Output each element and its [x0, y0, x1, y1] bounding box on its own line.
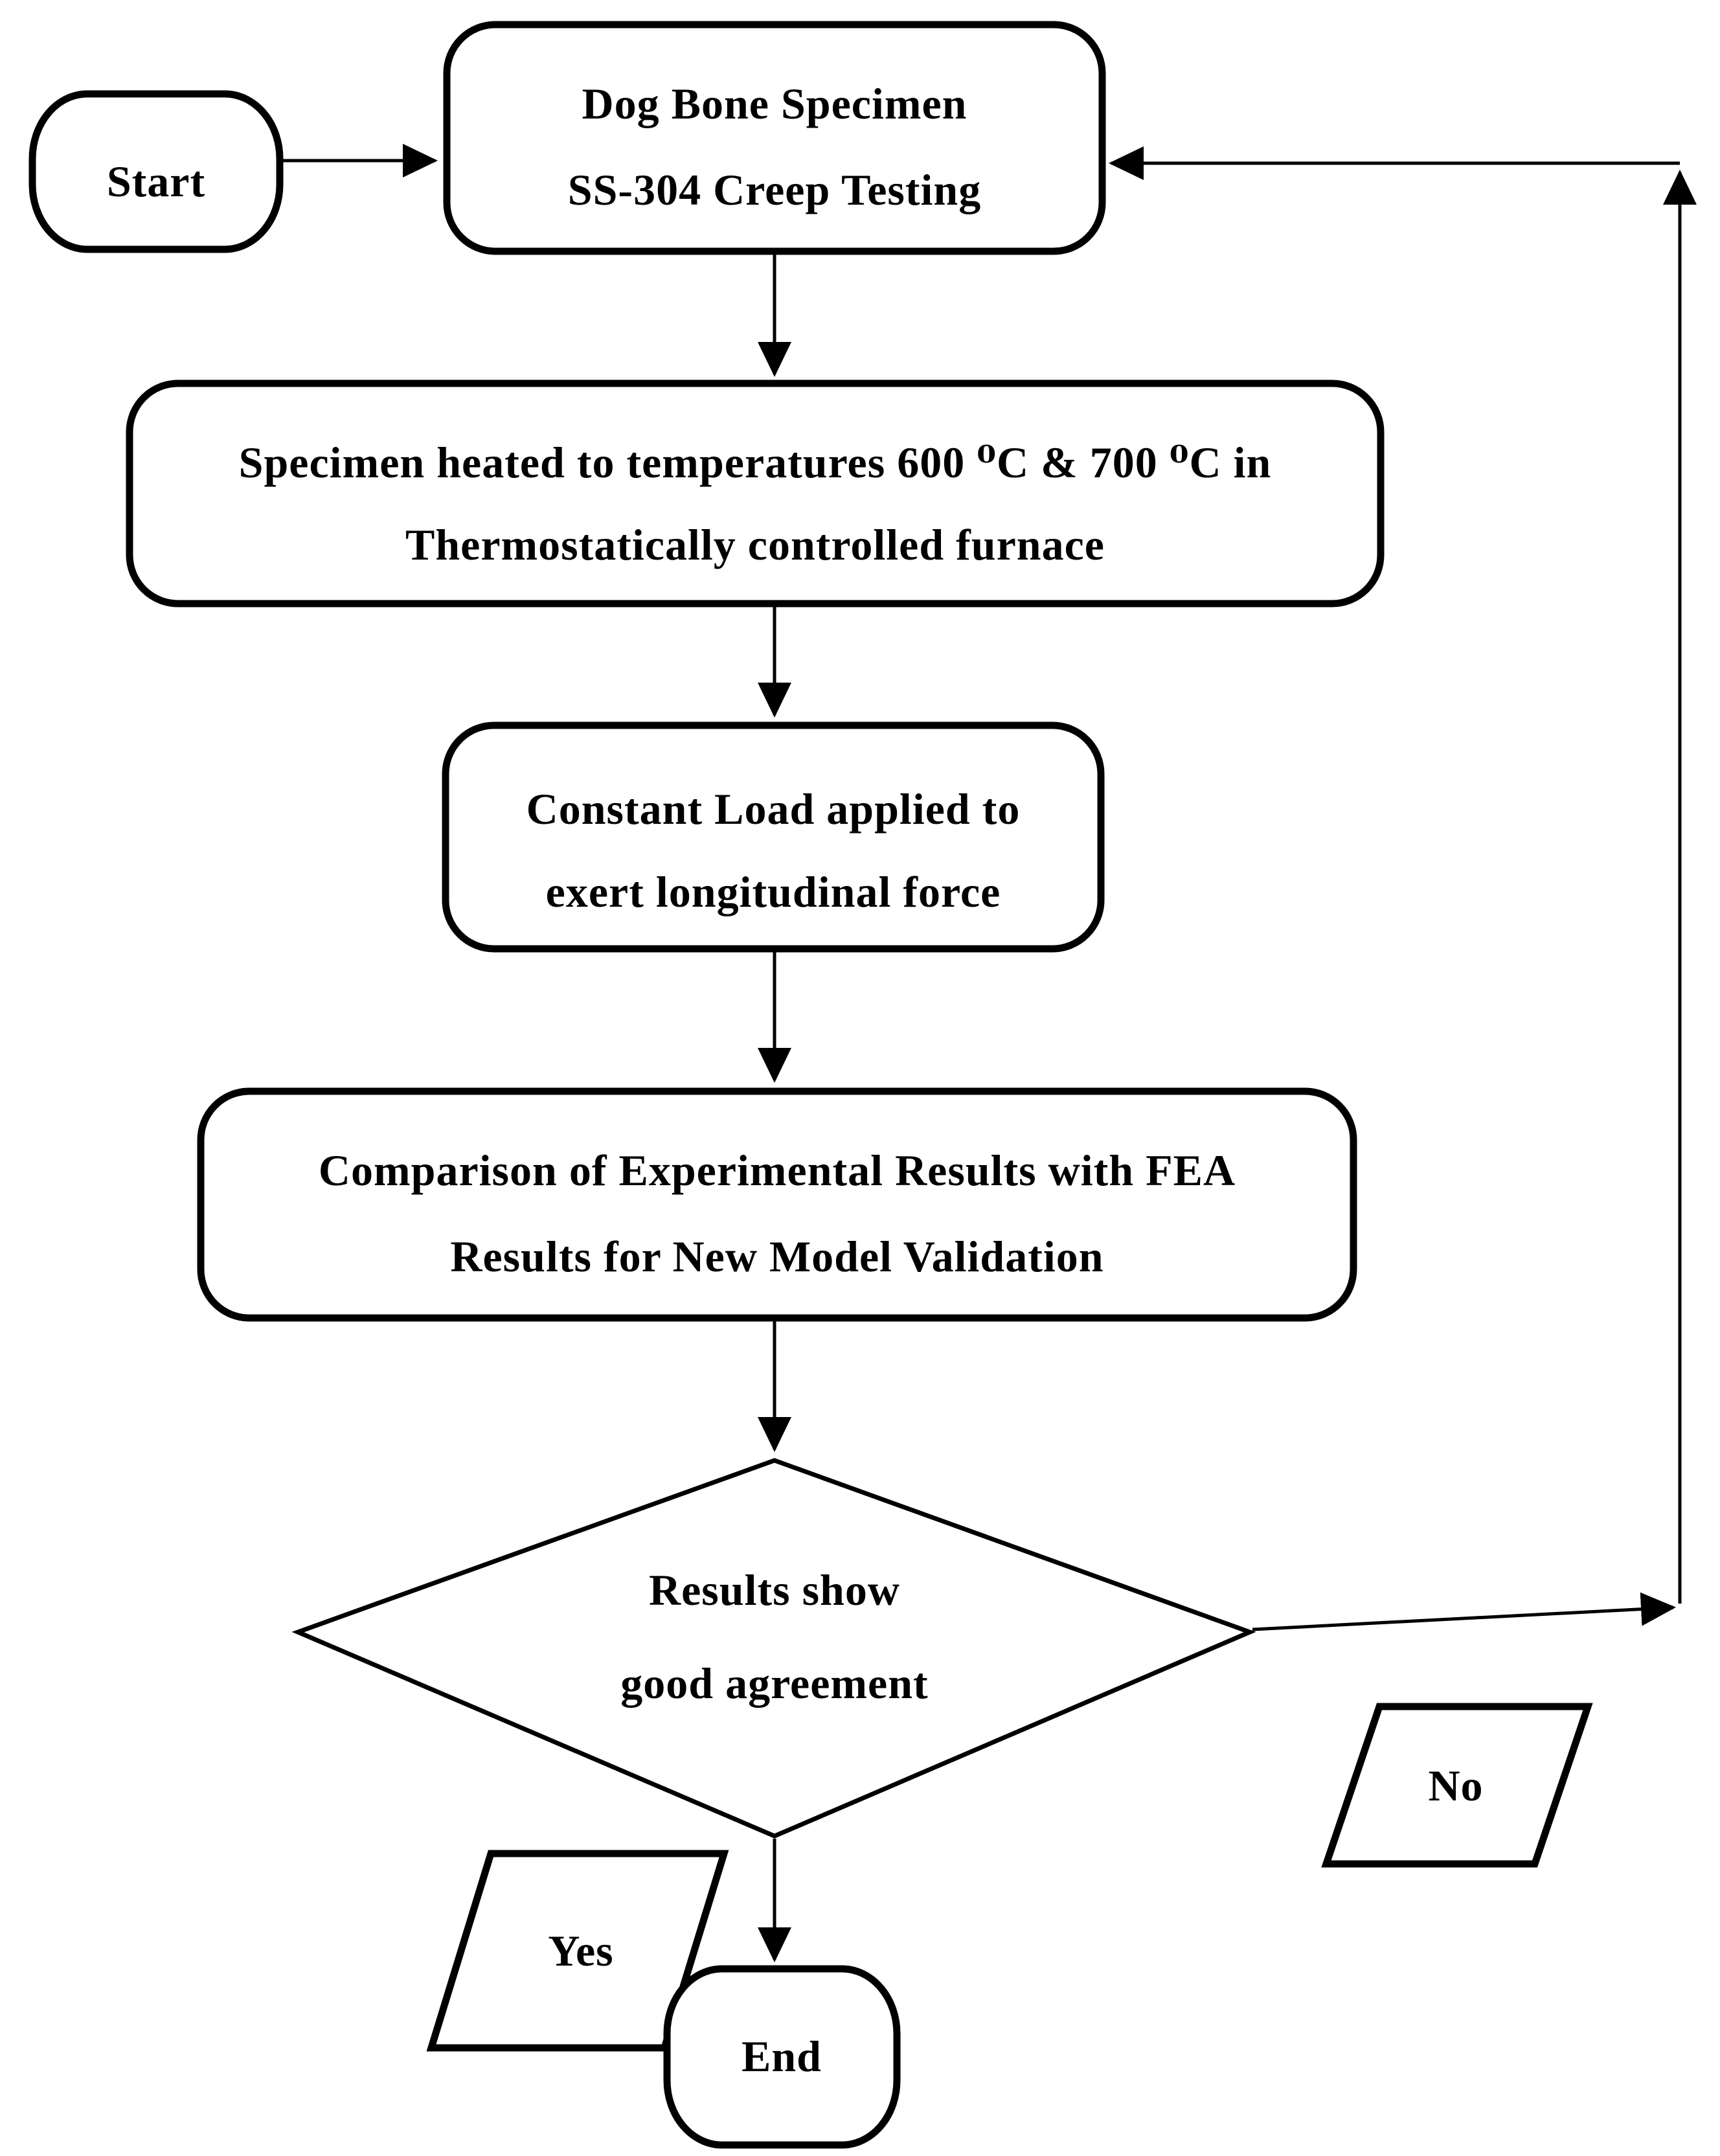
comparison-process-shape	[197, 1087, 1357, 1322]
load-process-shape	[442, 721, 1105, 953]
decision-label-line2: good agreement	[620, 1659, 928, 1708]
comparison-label-line2: Results for New Model Validation	[450, 1232, 1103, 1281]
comparison-label-line1: Comparison of Experimental Results with …	[319, 1146, 1236, 1195]
specimen-process-shape	[443, 21, 1106, 255]
specimen-node: Dog Bone Specimen SS-304 Creep Testing	[443, 21, 1106, 255]
no-branch-node: No	[1321, 1703, 1593, 1868]
heating-node: Specimen heated to temperatures 600 ⁰C &…	[126, 380, 1385, 607]
end-node: End	[663, 1965, 901, 2149]
specimen-label-line2: SS-304 Creep Testing	[568, 165, 981, 214]
load-label-line2: exert longitudinal force	[546, 867, 1001, 916]
no-branch-label: No	[1428, 1761, 1483, 1810]
start-terminator-shape	[28, 90, 284, 253]
comparison-node: Comparison of Experimental Results with …	[197, 1087, 1357, 1322]
specimen-label-line1: Dog Bone Specimen	[582, 79, 967, 128]
start-node: Start	[28, 90, 284, 253]
no-parallelogram-shape	[1321, 1703, 1593, 1868]
end-terminator-shape	[663, 1965, 901, 2149]
load-label-line1: Constant Load applied to	[526, 784, 1021, 834]
decision-label-line1: Results show	[649, 1565, 900, 1615]
heating-label-line1: Specimen heated to temperatures 600 ⁰C &…	[239, 438, 1272, 487]
decision-diamond-shape	[291, 1458, 1256, 1839]
yes-branch-label: Yes	[548, 1926, 613, 1975]
decision-node: Results show good agreement	[291, 1458, 1256, 1839]
arrow-decision-to-feedback-riser	[1252, 1592, 1676, 1631]
load-node: Constant Load applied to exert longitudi…	[442, 721, 1105, 953]
start-label: Start	[107, 157, 205, 206]
heating-process-shape	[126, 380, 1385, 607]
end-label: End	[741, 2032, 822, 2081]
heating-label-line2: Thermostatically controlled furnace	[405, 520, 1105, 569]
